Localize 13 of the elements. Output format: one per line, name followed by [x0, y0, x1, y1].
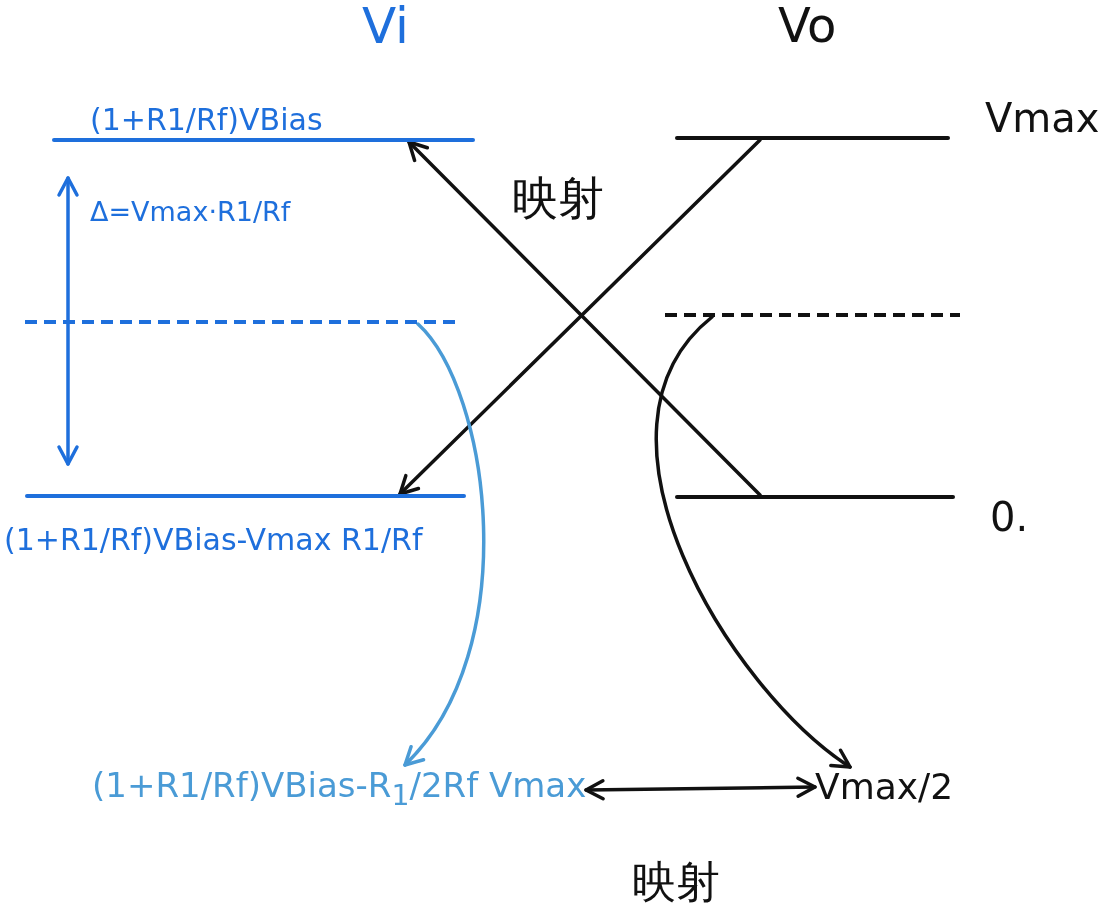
double-arrow	[584, 776, 817, 801]
dimension-label: Δ=Vmax·R1/Rf	[90, 196, 291, 228]
formula: (1+R1/Rf)VBias-Vmax R1/Rf	[4, 522, 423, 558]
formula: (1+R1/Rf)VBias-R$_{1}$/2Rf Vmax	[92, 765, 587, 816]
formula: Vmax/2	[815, 767, 954, 807]
level-label: 0.	[990, 495, 1029, 539]
annotation: 映射	[512, 172, 604, 225]
formula: (1+R1/Rf)VBias	[90, 102, 323, 138]
curved-arrow	[403, 322, 486, 767]
curved-arrow	[655, 315, 852, 769]
column-heading: Vo	[778, 0, 837, 54]
column-heading: Vi	[362, 0, 409, 56]
level-label: Vmax	[985, 96, 1100, 140]
